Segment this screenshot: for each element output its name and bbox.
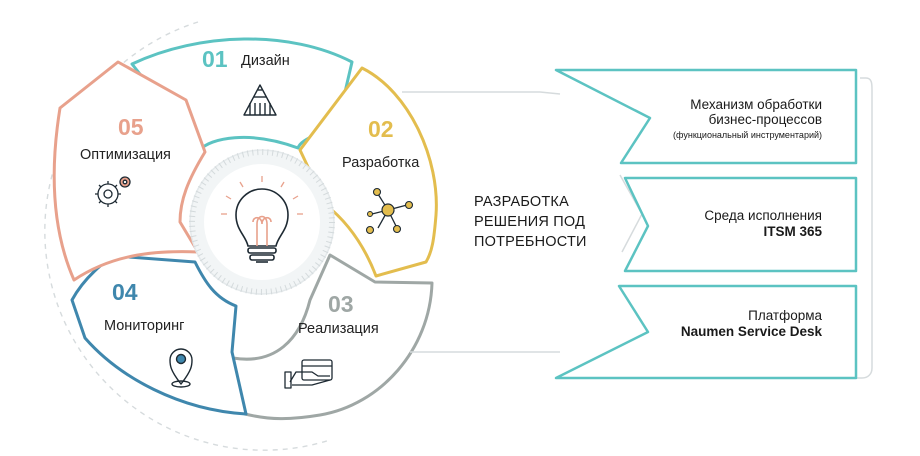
stage-development[interactable]: 02 Разработка [298,66,438,278]
panel-business-processes[interactable]: Механизм обработки бизнес-процессов (фун… [554,68,858,165]
stage-implementation-segment [231,253,434,421]
stage-development-segment [298,66,438,278]
stage-optimization[interactable]: 05 Оптимизация [52,60,207,282]
stage-implementation-number: 03 [328,291,354,317]
center-title: РАЗРАБОТКА РЕШЕНИЯ ПОД ПОТРЕБНОСТИ [474,194,587,250]
panel-business-processes-line-1: Механизм обработки [690,97,822,112]
panel-naumen-bold: Naumen Service Desk [681,324,823,339]
stage-design-label: Дизайн [241,53,290,69]
center-title-line-2: РЕШЕНИЯ ПОД [474,214,585,230]
stage-monitoring-label: Мониторинг [104,318,184,334]
gears-icon [95,176,131,207]
stage-optimization-segment [52,60,207,282]
center-hub [189,149,335,295]
center-title-line-1: РАЗРАБОТКА [474,194,569,210]
hand-card-icon [284,359,333,389]
panel-itsm-line-1: Среда исполнения [704,208,822,223]
lightbulb-icon [221,176,303,263]
network-nodes-icon [365,187,414,235]
center-title-line-3: ПОТРЕБНОСТИ [474,234,587,250]
stage-development-number: 02 [368,116,394,142]
location-pin-icon [169,348,193,388]
stage-implementation[interactable]: 03 Реализация [231,253,434,421]
panel-itsm[interactable]: Среда исполнения ITSM 365 [623,176,858,273]
panel-naumen-line-1: Платформа [748,308,822,323]
connector-lines [402,77,873,379]
stage-development-label: Разработка [342,155,420,171]
stage-optimization-number: 05 [118,114,144,140]
stage-monitoring-number: 04 [112,279,138,305]
panel-naumen[interactable]: Платформа Naumen Service Desk [554,284,858,380]
panel-itsm-bold: ITSM 365 [763,224,822,239]
panel-business-processes-line-2: бизнес-процессов [709,112,822,127]
stage-design-number: 01 [202,46,228,72]
outer-dashed-ring [44,21,331,451]
stage-implementation-label: Реализация [298,321,379,337]
stage-optimization-label: Оптимизация [80,147,171,163]
panel-business-processes-note: (функциональный инструментарий) [673,130,822,140]
pencil-ruler-icon [243,84,277,116]
